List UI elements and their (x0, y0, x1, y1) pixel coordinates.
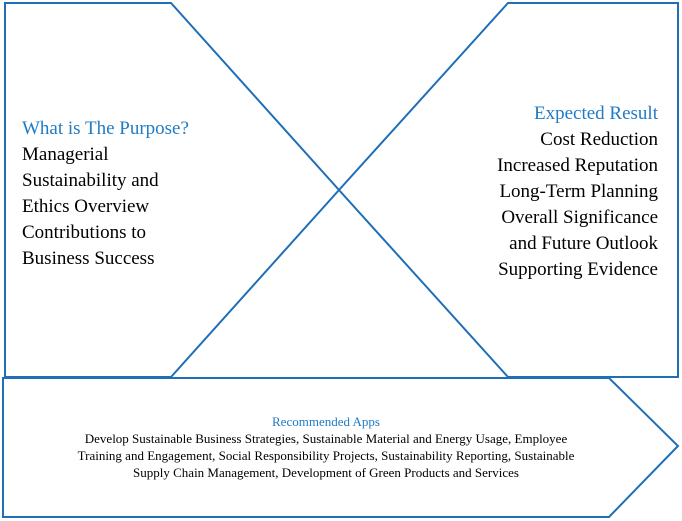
left-panel-shape (4, 2, 341, 378)
apps-line: Training and Engagement, Social Responsi… (77, 448, 575, 463)
result-line: and Future Outlook (509, 233, 658, 254)
bottom-arrow-shape (2, 377, 680, 518)
purpose-line: Managerial (22, 144, 109, 165)
result-line: Increased Reputation (497, 155, 658, 176)
purpose-line: Ethics Overview (22, 196, 150, 217)
result-line: Cost Reduction (540, 129, 658, 150)
apps-line: Develop Sustainable Business Strategies,… (84, 431, 568, 446)
purpose-line: Sustainability and (22, 170, 159, 191)
purpose-line: Business Success (22, 248, 155, 269)
apps-line: Supply Chain Management, Development of … (133, 465, 519, 480)
purpose-line: Contributions to (22, 222, 147, 243)
result-section: Expected Result Cost Reduction Increased… (358, 101, 658, 283)
result-line: Supporting Evidence (498, 259, 658, 280)
result-line: Long-Term Planning (499, 181, 658, 202)
apps-section: Recommended Apps Develop Sustainable Bus… (16, 413, 636, 481)
result-heading: Expected Result (534, 103, 658, 124)
purpose-section: What is The Purpose? Managerial Sustaina… (22, 116, 262, 272)
purpose-heading: What is The Purpose? (22, 118, 189, 139)
apps-heading: Recommended Apps (272, 414, 380, 429)
result-line: Overall Significance (501, 207, 658, 228)
